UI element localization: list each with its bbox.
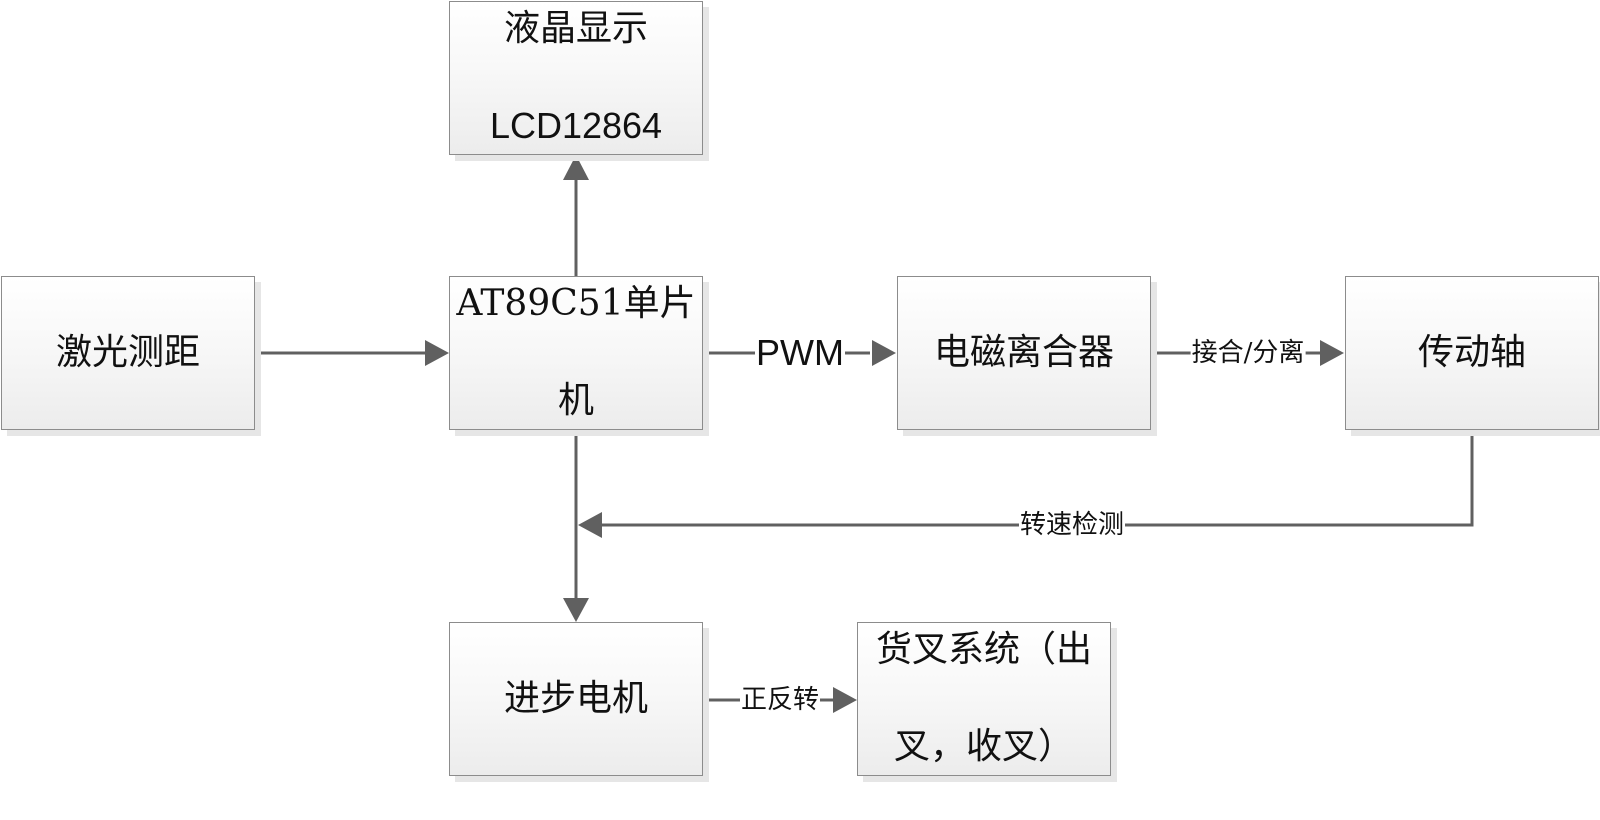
shaft-label: 传动轴	[1417, 331, 1526, 373]
laser-label: 激光测距	[55, 331, 200, 373]
edge-mcu-to-stepper	[563, 430, 589, 622]
block-mcu: AT89C51单片 机	[449, 276, 703, 430]
arrowhead-icon	[563, 598, 589, 622]
edge-label-forward-reverse: 正反转	[739, 685, 821, 715]
mcu-line2: 机	[557, 380, 594, 422]
mcu-line1: AT89C51单片	[456, 283, 696, 325]
block-electromagnetic-clutch: 电磁离合器	[897, 276, 1151, 430]
arrowhead-icon	[872, 340, 896, 366]
stepper-label: 进步电机	[503, 677, 648, 719]
block-lcd-display: 液晶显示 LCD12864	[449, 1, 703, 155]
fork-line1: 货叉系统（出	[875, 629, 1092, 671]
edge-mcu-to-lcd	[563, 155, 589, 276]
clutch-label: 电磁离合器	[933, 331, 1114, 373]
block-fork-system: 货叉系统（出 叉，收叉）	[857, 622, 1111, 776]
edge-label-speed-detection: 转速检测	[1018, 510, 1126, 540]
lcd-title: 液晶显示	[503, 8, 648, 50]
edge-laser-to-mcu	[255, 340, 449, 366]
arrowhead-icon	[563, 155, 589, 180]
arrowhead-icon	[1320, 340, 1344, 366]
arrowhead-icon	[833, 687, 857, 713]
arrowhead-icon	[578, 512, 602, 538]
block-stepper-motor: 进步电机	[449, 622, 703, 776]
fork-line2: 叉，收叉）	[893, 726, 1074, 768]
block-laser-ranging: 激光测距	[1, 276, 255, 430]
edge-label-pwm: PWM	[755, 332, 845, 373]
edge-shaft-to-mcu	[578, 430, 1474, 538]
arrowhead-icon	[425, 340, 449, 366]
block-drive-shaft: 传动轴	[1345, 276, 1599, 430]
block-diagram: 液晶显示 LCD12864 激光测距 AT89C51单片 机 电磁离合器 传动轴…	[1, 1, 1599, 776]
edge-label-engage-disengage: 接合/分离	[1190, 338, 1306, 368]
lcd-model: LCD12864	[489, 105, 663, 147]
